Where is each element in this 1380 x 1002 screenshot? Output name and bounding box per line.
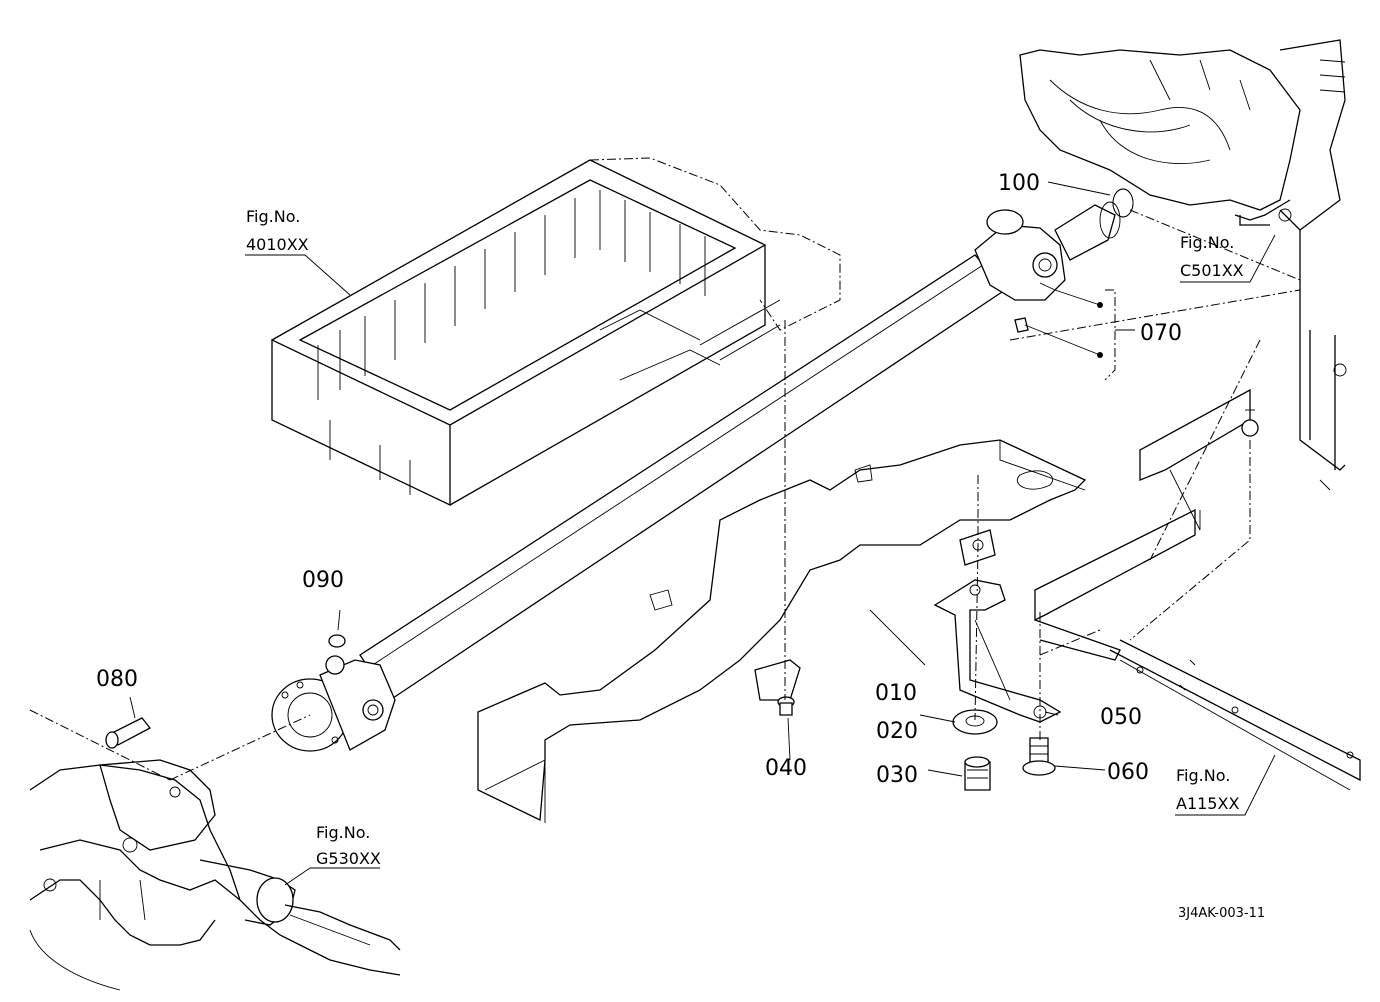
oil-pan-drawing xyxy=(270,157,841,507)
callout-030: 030 xyxy=(876,763,918,788)
universal-joint-front xyxy=(974,188,1134,301)
callout-010: 010 xyxy=(875,681,917,706)
fig-ref-4010-prefix: Fig.No. xyxy=(246,207,300,226)
callout-050: 050 xyxy=(1100,705,1142,730)
transmission-housing-drawing xyxy=(1019,39,1347,491)
front-axle-drawing xyxy=(29,759,401,991)
fig-ref-g530-number: G530XX xyxy=(316,849,381,868)
callout-070: 070 xyxy=(1140,321,1182,346)
fig-ref-a115-number: A115XX xyxy=(1176,794,1239,813)
fig-ref-a115-prefix: Fig.No. xyxy=(1176,766,1230,785)
drawing-code: 3J4AK-003-11 xyxy=(1178,906,1265,921)
o-ring-100 xyxy=(1112,188,1134,218)
universal-joint-rear xyxy=(271,655,396,752)
bolt-030 xyxy=(964,756,991,791)
figure-references: Fig.No. 4010XX Fig.No. C501XX Fig.No. G5… xyxy=(246,207,1244,868)
propeller-shaft-drawing xyxy=(271,188,1134,752)
callout-020: 020 xyxy=(876,719,918,744)
callout-090: 090 xyxy=(302,568,344,593)
callout-080: 080 xyxy=(96,667,138,692)
fig-ref-g530-prefix: Fig.No. xyxy=(316,823,370,842)
leader-lines xyxy=(29,181,1301,886)
mount-bracket-050-drawing xyxy=(754,529,1062,723)
bolt-040 xyxy=(777,696,795,716)
frame-bracket-drawing xyxy=(1034,388,1361,791)
nut-090 xyxy=(328,634,346,648)
fig-ref-c501-prefix: Fig.No. xyxy=(1180,233,1234,252)
fig-ref-c501-number: C501XX xyxy=(1180,261,1244,280)
callout-040: 040 xyxy=(765,756,807,781)
fig-ref-4010-number: 4010XX xyxy=(246,235,309,254)
callout-100: 100 xyxy=(998,171,1040,196)
callout-060: 060 xyxy=(1107,760,1149,785)
bolt-080 xyxy=(105,717,151,749)
grease-fittings-070 xyxy=(1014,282,1116,381)
part-callouts: 010 020 030 040 050 060 070 080 090 100 xyxy=(96,171,1182,788)
shaft-cover-drawing xyxy=(477,439,1087,823)
bolt-060 xyxy=(1022,737,1056,776)
